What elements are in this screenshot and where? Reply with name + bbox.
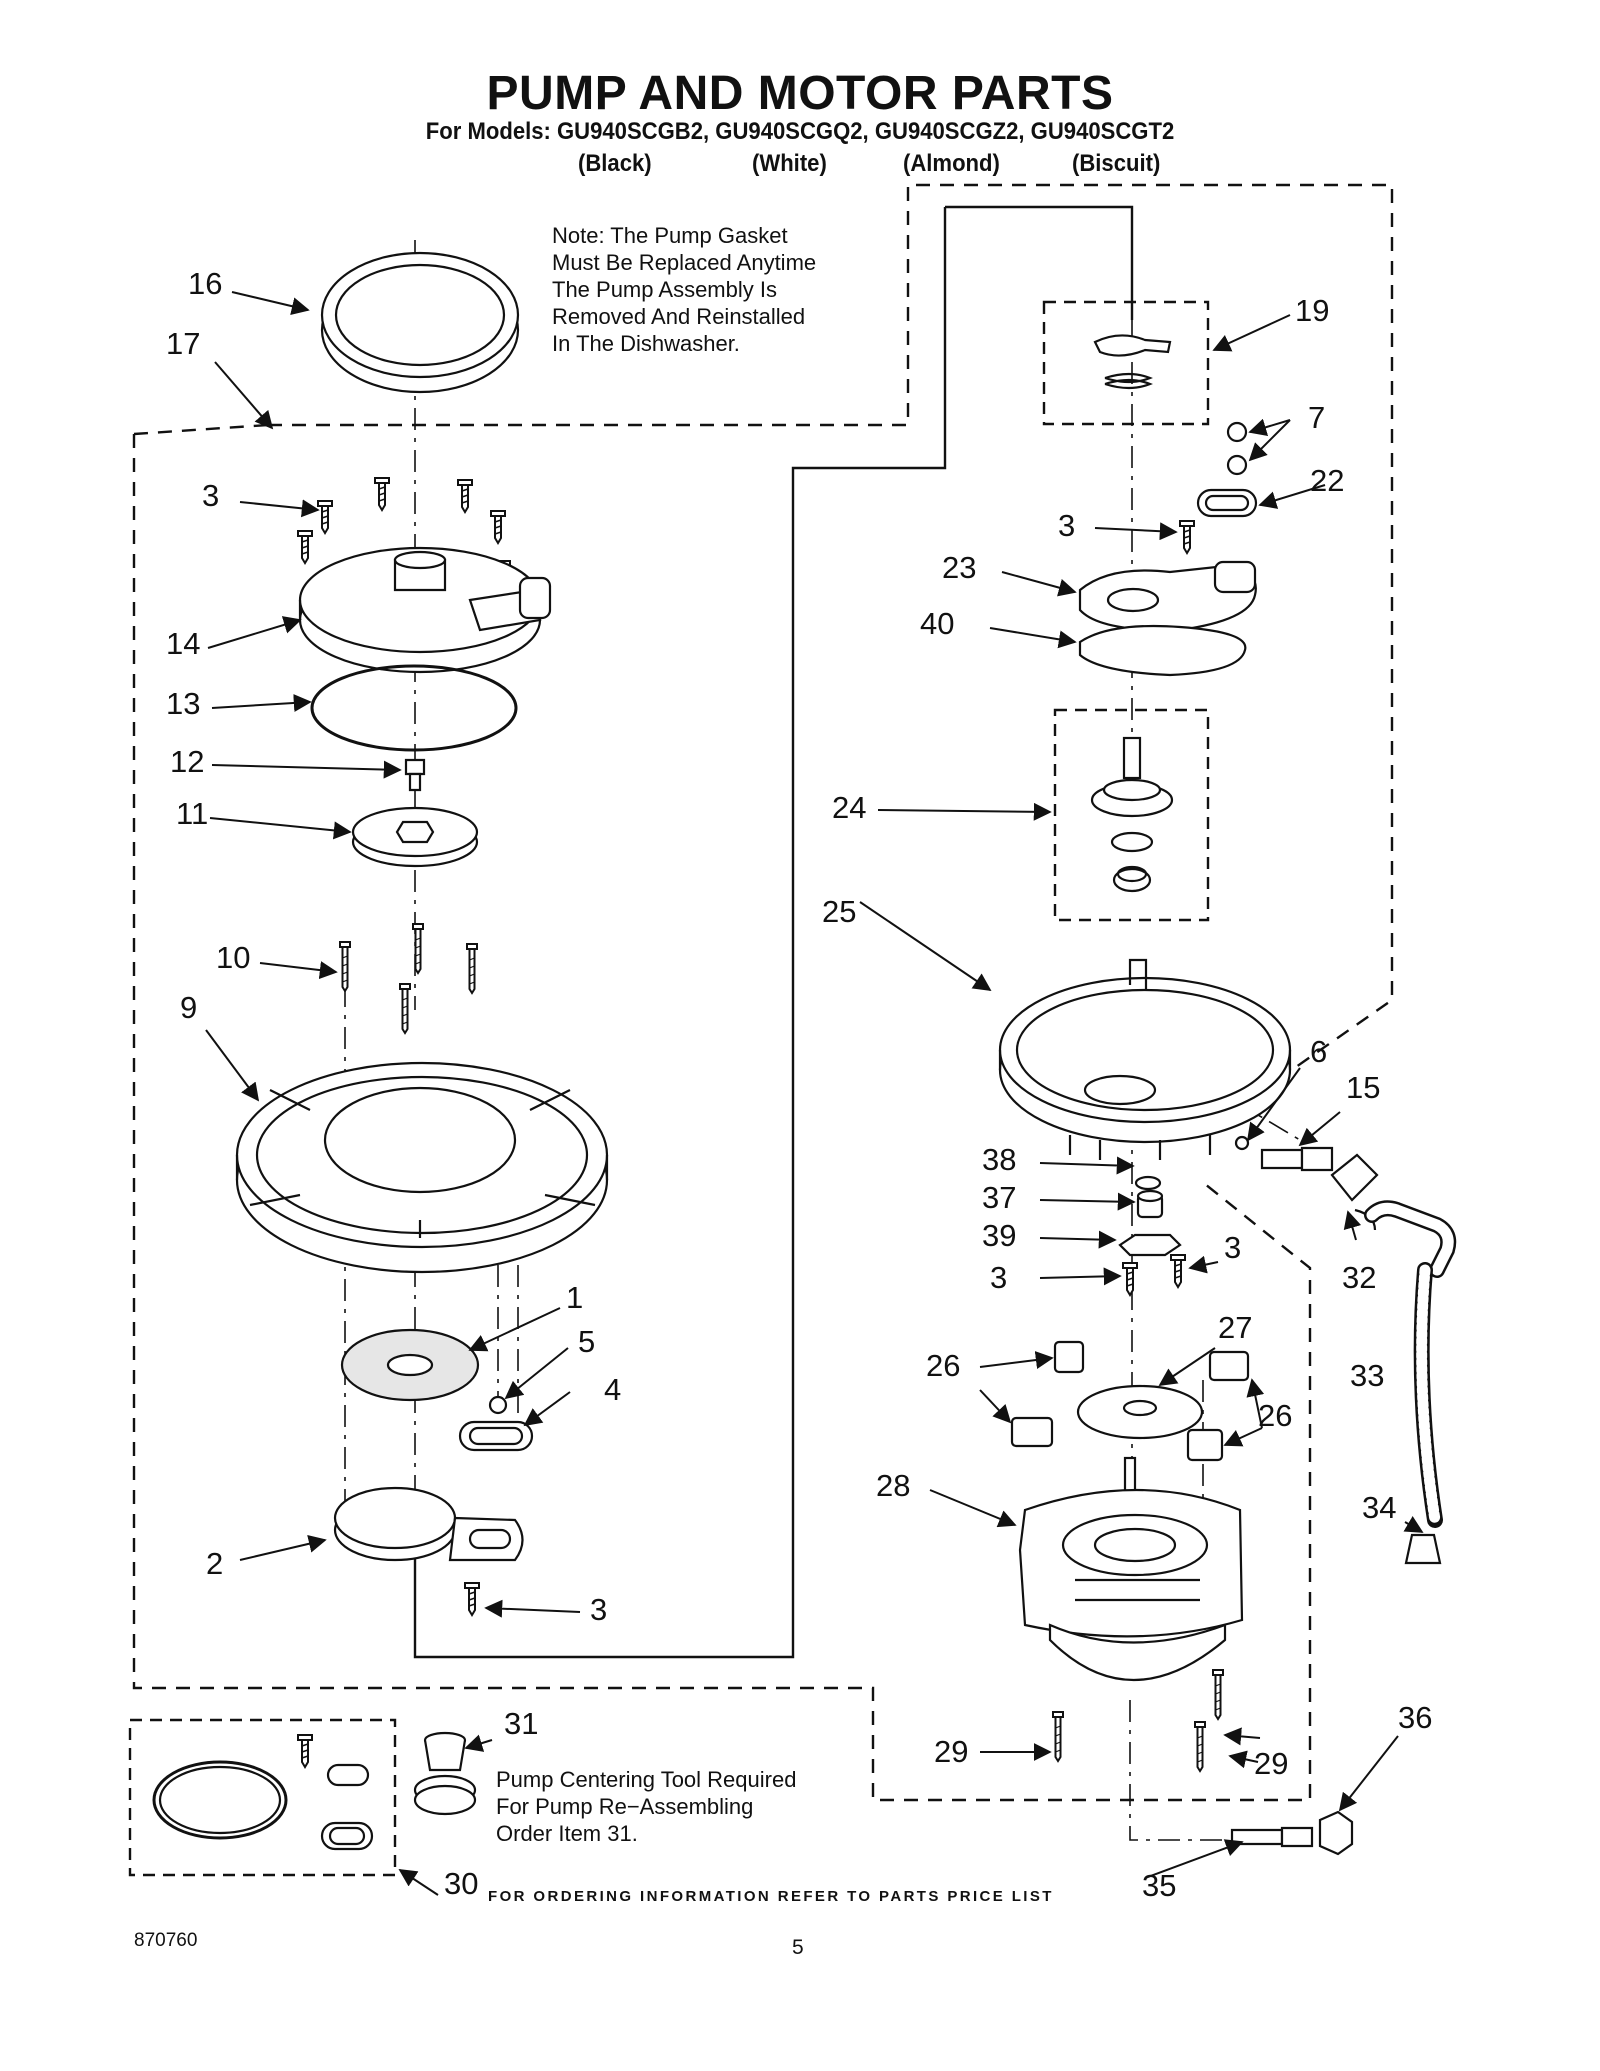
callout-25: 25: [822, 894, 857, 929]
callout-3: 3: [202, 478, 220, 513]
callout-31: 31: [504, 1706, 539, 1741]
callout-39: 39: [982, 1218, 1017, 1253]
diverter-seal-part: [1196, 488, 1258, 518]
callout-36: 36: [1398, 1700, 1433, 1735]
callout-3: 3: [1058, 508, 1076, 543]
sump-part: [998, 958, 1292, 1160]
color-black-label: (Black): [578, 150, 652, 177]
impeller-part: [351, 806, 479, 868]
callout-33: 33: [1350, 1358, 1385, 1393]
seal-part: [458, 1420, 534, 1452]
callout-1: 1: [566, 1280, 584, 1315]
motor-mount-plate-part: [1076, 1384, 1204, 1440]
callout-16: 16: [188, 266, 223, 301]
pump-gasket-part: [320, 251, 520, 394]
callout-leaders: [205, 291, 1424, 1896]
callout-35: 35: [1142, 1868, 1177, 1903]
motor-clip-part-1: [1053, 1340, 1085, 1374]
callout-27: 27: [1218, 1310, 1253, 1345]
diverter-plate-part: [1078, 560, 1257, 632]
drain-hose-part: [1364, 1200, 1457, 1528]
callout-5: 5: [578, 1324, 596, 1359]
callout-37: 37: [982, 1180, 1017, 1215]
callout-4: 4: [604, 1372, 622, 1407]
callout-26: 26: [1258, 1398, 1293, 1433]
seal-assembly-part: [1090, 736, 1174, 893]
pump-housing-part: [298, 546, 552, 674]
callout-3: 3: [1224, 1230, 1242, 1265]
motor-clip-part-3: [1010, 1416, 1054, 1448]
callout-14: 14: [166, 626, 201, 661]
color-almond-label: (Almond): [903, 150, 1000, 177]
color-biscuit-label: (Biscuit): [1072, 150, 1161, 177]
pump-base-part: [235, 1061, 609, 1274]
motor-clip-part-2: [1208, 1350, 1250, 1382]
callout-40: 40: [920, 606, 955, 641]
filter-screen-part: [340, 1328, 480, 1402]
callout-24: 24: [832, 790, 867, 825]
callout-6: 6: [1310, 1034, 1328, 1069]
callout-15: 15: [1346, 1070, 1381, 1105]
drain-cap-part: [1404, 1533, 1442, 1565]
callout-38: 38: [982, 1142, 1017, 1177]
callout-22: 22: [1310, 463, 1345, 498]
callout-19: 19: [1295, 293, 1330, 328]
chopper-housing-part: [333, 1486, 524, 1562]
bushing-part: [1136, 1189, 1164, 1219]
callout-3: 3: [990, 1260, 1008, 1295]
ball-part-lower: [1226, 454, 1248, 476]
washer-part: [1134, 1175, 1162, 1191]
gasket-kit-part: [152, 1733, 374, 1851]
pump-centering-tool-part: [413, 1731, 477, 1816]
page-title: PUMP AND MOTOR PARTS: [486, 67, 1114, 120]
pump-gasket-note: Note: The Pump Gasket Must Be Replaced A…: [552, 223, 817, 356]
callout-11: 11: [176, 796, 209, 831]
callout-29: 29: [1254, 1746, 1289, 1781]
callout-7: 7: [1308, 400, 1326, 435]
motor-nut-part: [1318, 1810, 1354, 1856]
plate-gasket-part: [1078, 624, 1247, 677]
callout-23: 23: [942, 550, 977, 585]
ball-part-upper: [1226, 421, 1248, 443]
motor-part: [1018, 1456, 1244, 1681]
document-number: 870760: [134, 1930, 198, 1951]
callout-12: 12: [170, 744, 205, 779]
check-valve-part: [1260, 1146, 1379, 1231]
callout-9: 9: [180, 990, 198, 1025]
callout-26: 26: [926, 1348, 961, 1383]
callout-17: 17: [166, 326, 201, 361]
bracket-plate-part: [1118, 1233, 1182, 1257]
pump-centering-tool-note: Pump Centering Tool Required For Pump Re…: [496, 1767, 797, 1846]
small-ball-part: [1234, 1135, 1250, 1151]
spring-clip-part: [1093, 334, 1172, 390]
callout-30: 30: [444, 1866, 479, 1901]
color-white-label: (White): [752, 150, 827, 177]
callout-28: 28: [876, 1468, 911, 1503]
callout-29: 29: [934, 1734, 969, 1769]
page-number: 5: [792, 1936, 804, 1959]
callout-34: 34: [1362, 1490, 1397, 1525]
ordering-info-footer: FOR ORDERING INFORMATION REFER TO PARTS …: [488, 1888, 1054, 1905]
check-ball-part: [488, 1395, 508, 1415]
motor-clip-part-4: [1186, 1428, 1224, 1462]
callout-32: 32: [1342, 1260, 1377, 1295]
callout-3: 3: [590, 1592, 608, 1627]
callout-2: 2: [206, 1546, 224, 1581]
o-ring-part: [310, 664, 518, 752]
callout-13: 13: [166, 686, 201, 721]
impeller-bolt-part: [404, 758, 426, 792]
callout-10: 10: [216, 940, 251, 975]
models-line: For Models: GU940SCGB2, GU940SCGQ2, GU94…: [425, 118, 1175, 145]
motor-shaft-part: [1230, 1826, 1314, 1848]
